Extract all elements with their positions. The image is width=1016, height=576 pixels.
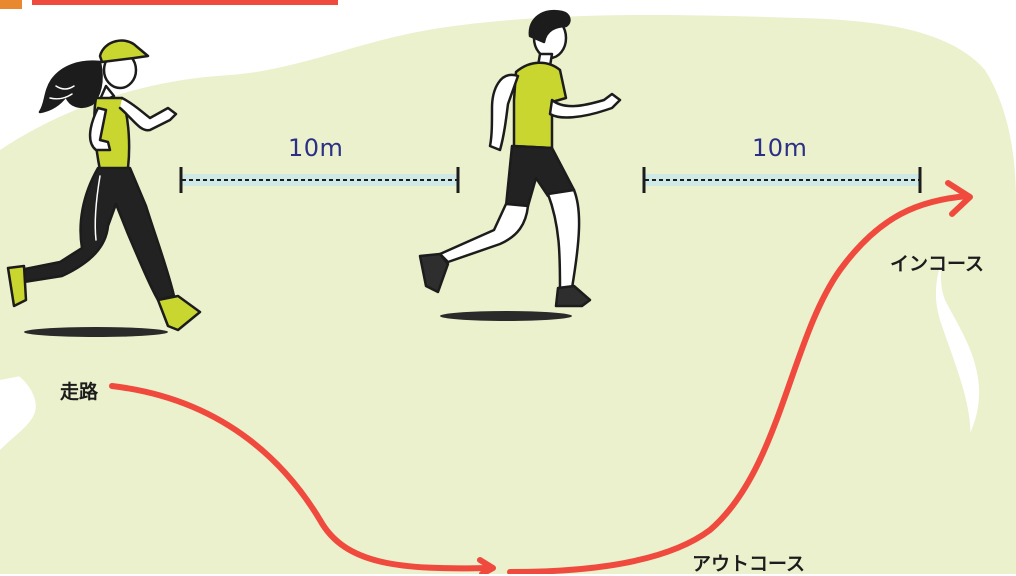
measure-band [645, 174, 920, 186]
runner-back-shadow [440, 311, 572, 321]
male-runner-icon [418, 9, 622, 308]
corner-mark [0, 0, 22, 9]
arrowhead-right [945, 180, 973, 217]
measurement-2 [642, 167, 922, 193]
field-area [0, 15, 1016, 574]
header-bar [32, 0, 338, 5]
field-area-lower [0, 150, 971, 574]
arrowhead-bottom [477, 557, 496, 574]
measurement-1 [179, 167, 460, 193]
curved-arrow-icon [109, 193, 971, 574]
track-label: 走路 [60, 381, 99, 403]
female-runner-icon [6, 39, 202, 332]
measure-label-2: 10m [752, 134, 808, 162]
out-course-label: アウトコース [692, 553, 806, 575]
measure-label-1: 10m [288, 134, 344, 162]
measure-band [182, 174, 458, 186]
in-course-label: インコース [890, 253, 985, 275]
runner-front-shadow [24, 327, 168, 337]
